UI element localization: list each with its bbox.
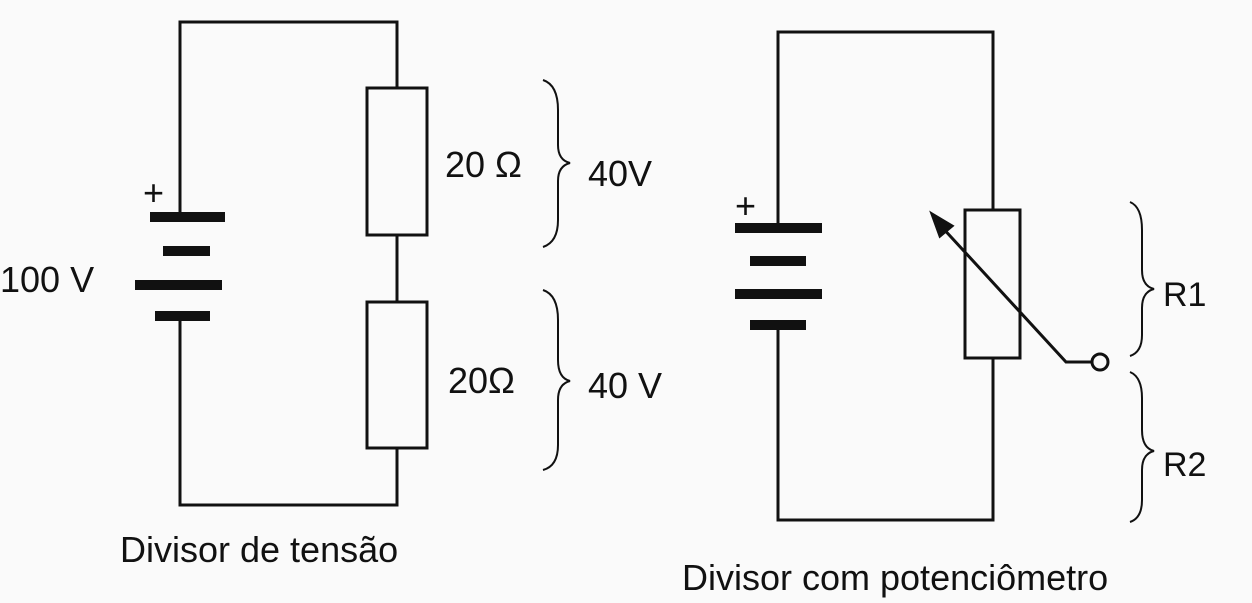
- brace-r1: [1129, 201, 1155, 357]
- wiper-terminal: [1090, 352, 1110, 372]
- left-caption: Divisor de tensão: [120, 529, 398, 570]
- r1-label: R1: [1163, 276, 1206, 314]
- wire: [776, 325, 995, 522]
- r2-label: R2: [1163, 446, 1206, 484]
- brace-2: [542, 289, 571, 471]
- battery-plus-label: +: [735, 185, 756, 226]
- battery-plus-label: +: [143, 172, 164, 213]
- battery-symbol: [135, 212, 225, 321]
- voltage-divider-circuit: [135, 20, 571, 507]
- potentiometer-divider-circuit: [735, 30, 1155, 523]
- resistor2-value: 20Ω: [448, 360, 515, 401]
- right-caption: Divisor com potenciômetro: [682, 557, 1108, 598]
- battery-voltage-label: 100 V: [0, 259, 94, 300]
- resistor1-value: 20 Ω: [445, 144, 522, 185]
- wiper-arrow: [938, 223, 1092, 364]
- arrowhead: [929, 210, 955, 239]
- resistor2-voltage: 40 V: [588, 365, 662, 406]
- brace-r2: [1129, 371, 1155, 523]
- battery-symbol: [735, 223, 822, 330]
- wire: [178, 318, 399, 507]
- resistor1-voltage: 40V: [588, 153, 652, 194]
- resistor-1: [365, 86, 429, 237]
- brace-1: [542, 79, 571, 248]
- wire: [178, 20, 399, 217]
- resistor-2: [365, 300, 429, 450]
- wire: [776, 30, 995, 228]
